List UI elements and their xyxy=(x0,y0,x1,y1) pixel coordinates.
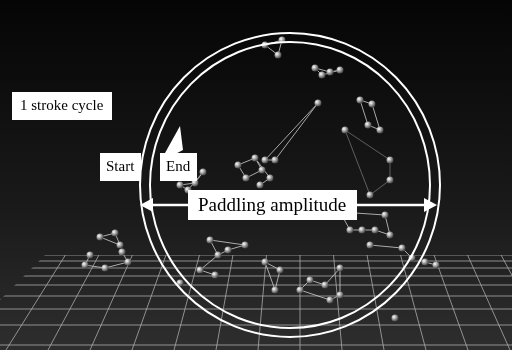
amplitude-arrowhead-right xyxy=(424,198,437,212)
grid-line xyxy=(0,309,512,310)
amplitude-arrowhead-left xyxy=(140,198,153,212)
grid-line xyxy=(48,255,99,350)
start-label: Start xyxy=(100,153,141,181)
grid-line xyxy=(468,255,510,350)
label-text: Start xyxy=(106,158,135,175)
floor-grid xyxy=(0,255,512,350)
grid-line xyxy=(216,255,233,350)
label-text: End xyxy=(166,158,191,175)
grid-line xyxy=(0,276,512,277)
grid-line xyxy=(0,261,512,262)
marker-points xyxy=(82,37,440,322)
label-text: 1 stroke cycle xyxy=(20,97,104,114)
grid-line xyxy=(132,255,166,350)
stroke-cycle-label: 1 stroke cycle xyxy=(12,92,112,120)
grid-line xyxy=(90,255,132,350)
outer-cycle-ring xyxy=(140,33,440,337)
grid-line xyxy=(0,255,32,350)
end-label: End xyxy=(160,153,197,181)
grid-line xyxy=(6,255,65,350)
grid-line xyxy=(0,285,512,286)
label-text: Paddling amplitude xyxy=(198,194,347,216)
grid-line xyxy=(0,255,512,256)
inner-cycle-ring xyxy=(150,42,430,328)
grid-line xyxy=(501,255,512,350)
grid-line xyxy=(434,255,468,350)
amplitude-label: Paddling amplitude xyxy=(188,190,357,220)
grid-line xyxy=(0,345,512,346)
